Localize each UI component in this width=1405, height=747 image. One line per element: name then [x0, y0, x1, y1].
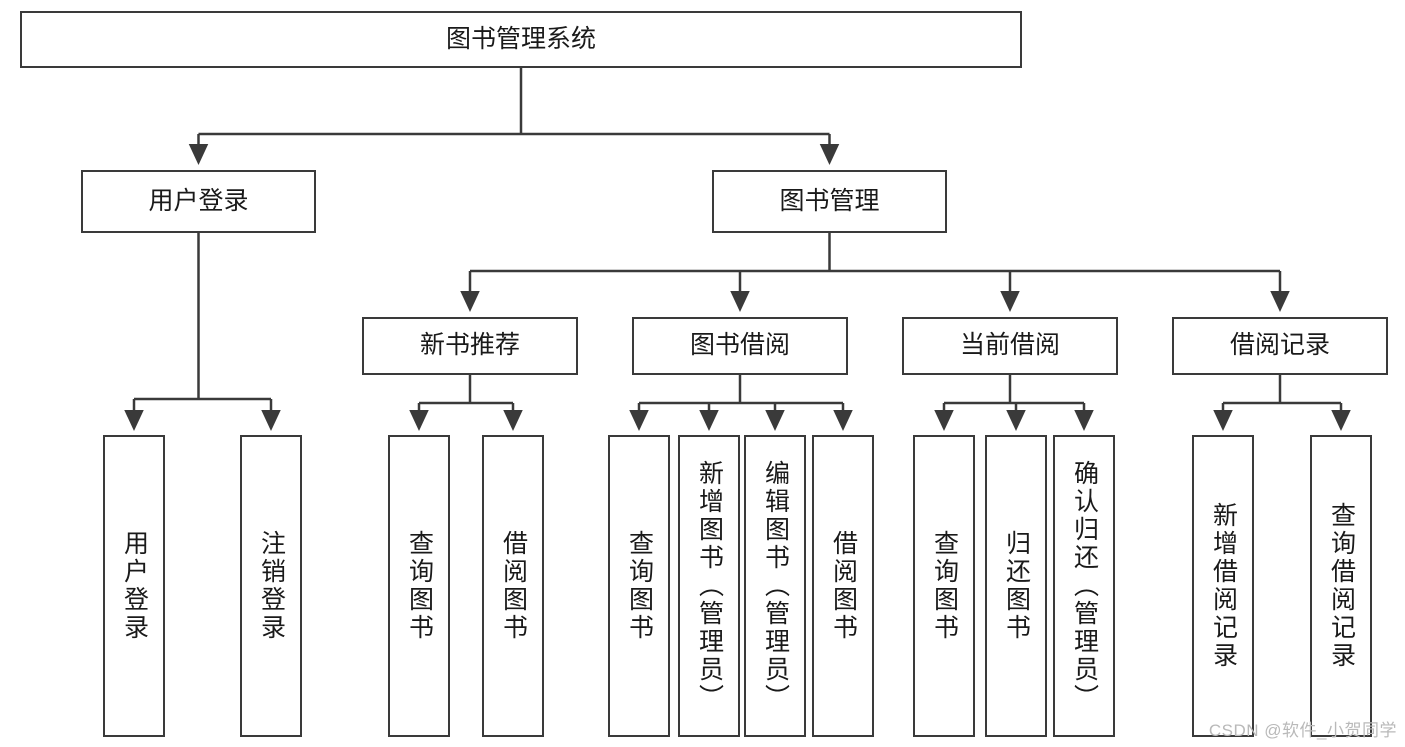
leaf-return-book[interactable]: 归还图书: [985, 435, 1047, 737]
leaf-query-borrow-record-label: 查询借阅记录: [1327, 502, 1356, 670]
node-current-borrow-label: 当前借阅: [959, 331, 1060, 360]
leaf-query-book-2[interactable]: 查询图书: [608, 435, 670, 737]
leaf-logout-label: 注销登录: [257, 530, 286, 642]
leaf-borrow-book-2-label: 借阅图书: [829, 530, 858, 642]
leaf-confirm-return-admin-label: 确认归还（管理员）: [1070, 460, 1099, 712]
leaf-user-login[interactable]: 用户登录: [103, 435, 165, 737]
leaf-add-borrow-record[interactable]: 新增借阅记录: [1192, 435, 1254, 737]
node-book-manage[interactable]: 图书管理: [712, 170, 947, 233]
leaf-user-login-label: 用户登录: [120, 530, 149, 642]
leaf-query-book-1-label: 查询图书: [405, 530, 434, 642]
leaf-edit-book-admin-label: 编辑图书（管理员）: [761, 460, 790, 712]
node-root-label: 图书管理系统: [445, 24, 596, 53]
leaf-edit-book-admin[interactable]: 编辑图书（管理员）: [744, 435, 806, 737]
node-new-book-recommend[interactable]: 新书推荐: [362, 317, 578, 375]
leaf-query-book-3-label: 查询图书: [930, 530, 959, 642]
leaf-borrow-book-1[interactable]: 借阅图书: [482, 435, 544, 737]
node-book-borrow-label: 图书借阅: [689, 331, 790, 360]
leaf-borrow-book-2[interactable]: 借阅图书: [812, 435, 874, 737]
leaf-query-book-2-label: 查询图书: [625, 530, 654, 642]
leaf-add-book-admin[interactable]: 新增图书（管理员）: [678, 435, 740, 737]
node-borrow-record-label: 借阅记录: [1229, 331, 1330, 360]
leaf-add-book-admin-label: 新增图书（管理员）: [695, 460, 724, 712]
leaf-add-borrow-record-label: 新增借阅记录: [1209, 502, 1238, 670]
leaf-confirm-return-admin[interactable]: 确认归还（管理员）: [1053, 435, 1115, 737]
node-user-login[interactable]: 用户登录: [81, 170, 316, 233]
node-book-manage-label: 图书管理: [779, 186, 880, 215]
leaf-return-book-label: 归还图书: [1002, 530, 1031, 642]
node-borrow-record[interactable]: 借阅记录: [1172, 317, 1388, 375]
node-book-borrow[interactable]: 图书借阅: [632, 317, 848, 375]
node-root-system[interactable]: 图书管理系统: [20, 11, 1022, 68]
leaf-query-borrow-record[interactable]: 查询借阅记录: [1310, 435, 1372, 737]
leaf-query-book-1[interactable]: 查询图书: [388, 435, 450, 737]
node-current-borrow[interactable]: 当前借阅: [902, 317, 1118, 375]
leaf-borrow-book-1-label: 借阅图书: [499, 530, 528, 642]
node-user-login-label: 用户登录: [148, 186, 249, 215]
csdn-watermark: CSDN @软件_小贺同学: [1208, 721, 1397, 740]
leaf-logout[interactable]: 注销登录: [240, 435, 302, 737]
leaf-query-book-3[interactable]: 查询图书: [913, 435, 975, 737]
node-new-book-recommend-label: 新书推荐: [419, 331, 520, 360]
